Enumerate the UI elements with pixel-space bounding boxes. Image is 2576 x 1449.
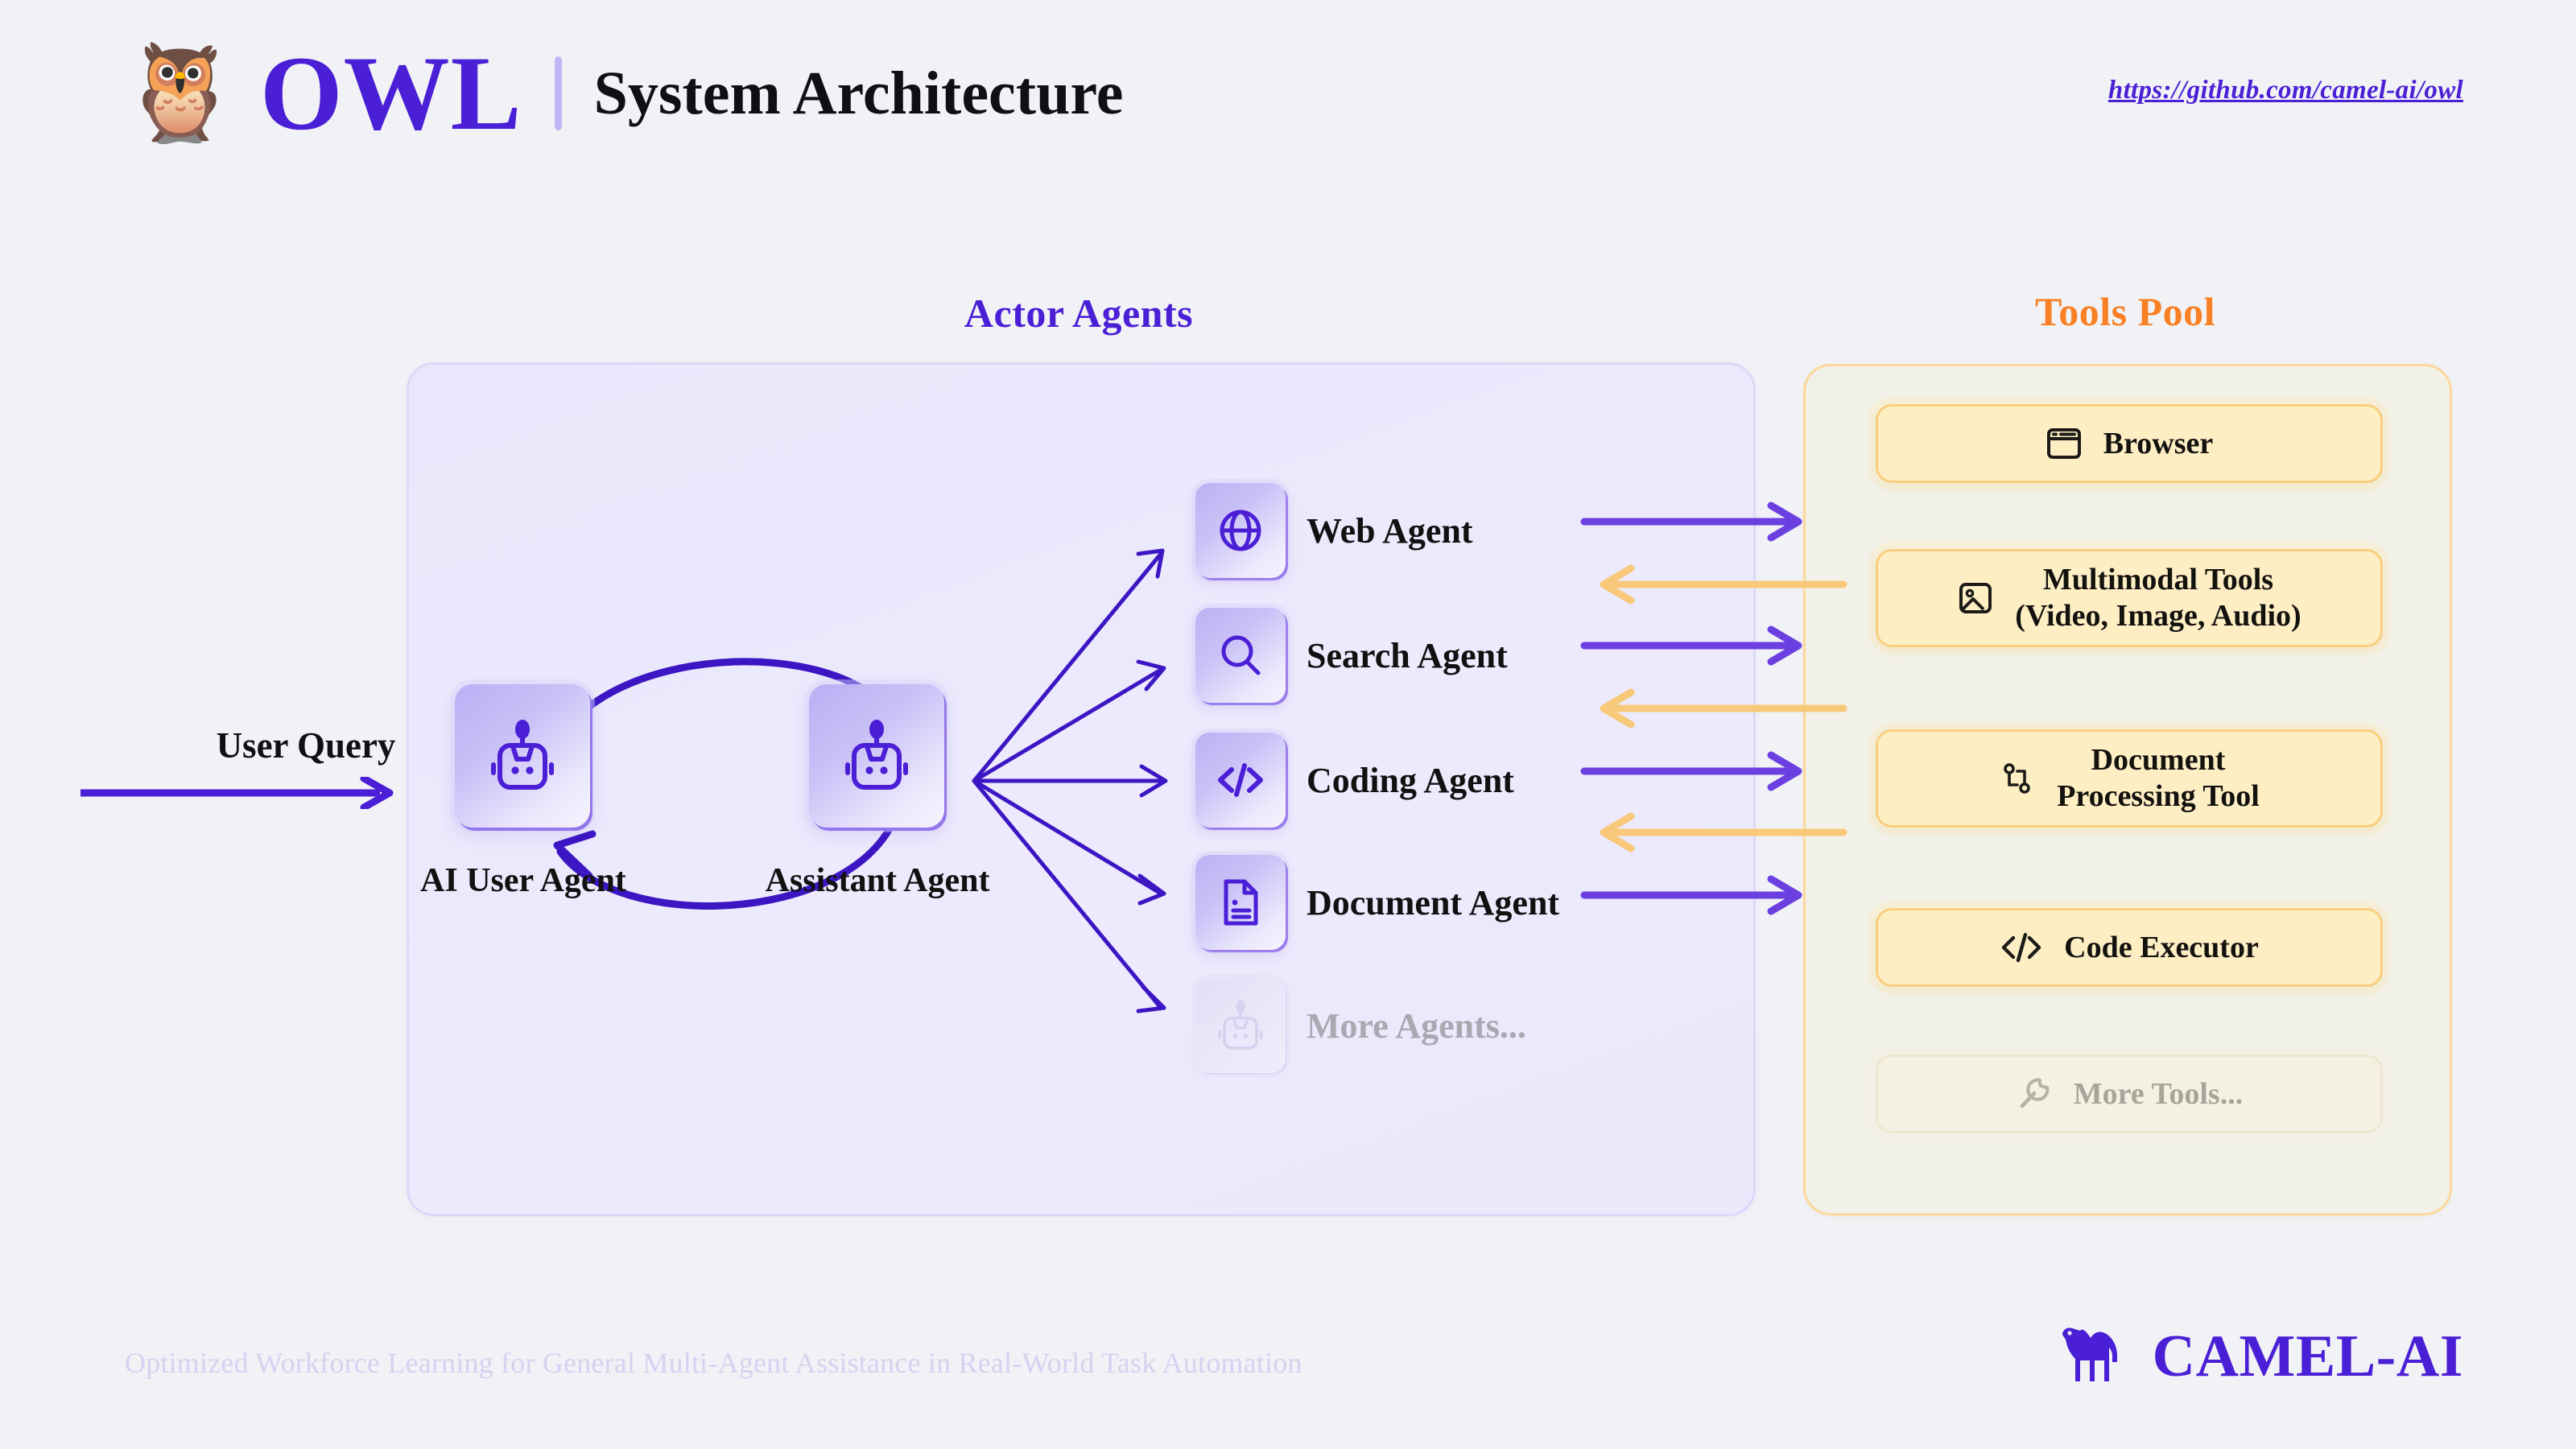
agent-label: Web Agent <box>1307 510 1473 551</box>
brand-title: OWL <box>259 34 522 152</box>
footer-tagline: Optimized Workforce Learning for General… <box>125 1347 1302 1379</box>
tool-label-line1: Document <box>2091 743 2226 778</box>
repo-url-link[interactable]: https://github.com/camel-ai/owl <box>2107 76 2463 105</box>
agent-tool-connectors <box>1580 502 1847 915</box>
tool-label-line2: Processing Tool <box>2057 779 2260 813</box>
assistant-agent-tile[interactable] <box>809 684 944 828</box>
wrench-icon <box>2016 1075 2053 1113</box>
tool-card-multimodal[interactable]: Multimodal Tools (Video, Image, Audio) <box>1876 549 2383 647</box>
camel-ai-wordmark: CAMEL-AI <box>2152 1323 2463 1389</box>
tools-pool-heading: Tools Pool <box>2034 289 2216 334</box>
title-divider <box>554 56 562 130</box>
assistant-agent-caption: Assistant Agent <box>765 862 990 899</box>
agent-row-document[interactable]: Document Agent <box>1195 855 1559 950</box>
agent-row-web[interactable]: Web Agent <box>1195 483 1473 578</box>
tool-label: Code Executor <box>2064 930 2259 964</box>
agent-label: Coding Agent <box>1307 760 1514 800</box>
tool-card-document-processing[interactable]: Document Processing Tool <box>1876 729 2383 828</box>
ai-user-agent-tile[interactable] <box>455 684 590 828</box>
tool-card-code-executor[interactable]: Code Executor <box>1876 908 2383 987</box>
image-icon <box>1957 580 1994 617</box>
agent-label: Document Agent <box>1307 882 1560 923</box>
robot-icon <box>845 720 908 790</box>
user-query-arrow <box>80 777 394 809</box>
document-icon <box>1195 855 1286 950</box>
tool-label: Document Processing Tool <box>2057 742 2260 815</box>
user-query-label: User Query <box>216 725 396 766</box>
tool-label-line1: Multimodal Tools <box>2042 563 2274 597</box>
tool-label: Browser <box>2103 426 2214 460</box>
camel-icon <box>2048 1320 2135 1392</box>
agent-row-search[interactable]: Search Agent <box>1195 608 1508 703</box>
robot-icon <box>491 720 554 790</box>
tool-label: More Tools... <box>2073 1076 2244 1111</box>
agent-row-more[interactable]: More Agents... <box>1195 978 1526 1073</box>
page-header: 🦉 OWL System Architecture <box>121 40 1123 147</box>
browser-window-icon <box>2046 425 2083 462</box>
tool-card-browser[interactable]: Browser <box>1876 404 2383 483</box>
tool-label: Multimodal Tools (Video, Image, Audio) <box>2015 562 2301 634</box>
page-title: System Architecture <box>593 60 1124 127</box>
actor-agents-heading: Actor Agents <box>964 291 1194 336</box>
git-branch-icon <box>1999 760 2036 797</box>
agent-fanout-arrows <box>972 548 1168 1013</box>
magnifier-icon <box>1195 608 1286 703</box>
agent-row-coding[interactable]: Coding Agent <box>1195 733 1514 828</box>
camel-ai-logo[interactable]: CAMEL-AI <box>2048 1320 2463 1392</box>
actor-agents-panel <box>407 362 1756 1216</box>
tool-label-line2: (Video, Image, Audio) <box>2015 599 2301 633</box>
ai-user-agent-caption: AI User Agent <box>420 862 626 899</box>
globe-icon <box>1195 483 1286 578</box>
code-brackets-icon <box>1195 733 1286 828</box>
agent-label: More Agents... <box>1307 1005 1526 1046</box>
agent-label: Search Agent <box>1307 635 1508 675</box>
tool-card-more-tools[interactable]: More Tools... <box>1876 1055 2383 1133</box>
code-brackets-icon <box>2000 930 2043 965</box>
owl-icon: 🦉 <box>121 40 239 146</box>
robot-icon <box>1195 978 1286 1073</box>
